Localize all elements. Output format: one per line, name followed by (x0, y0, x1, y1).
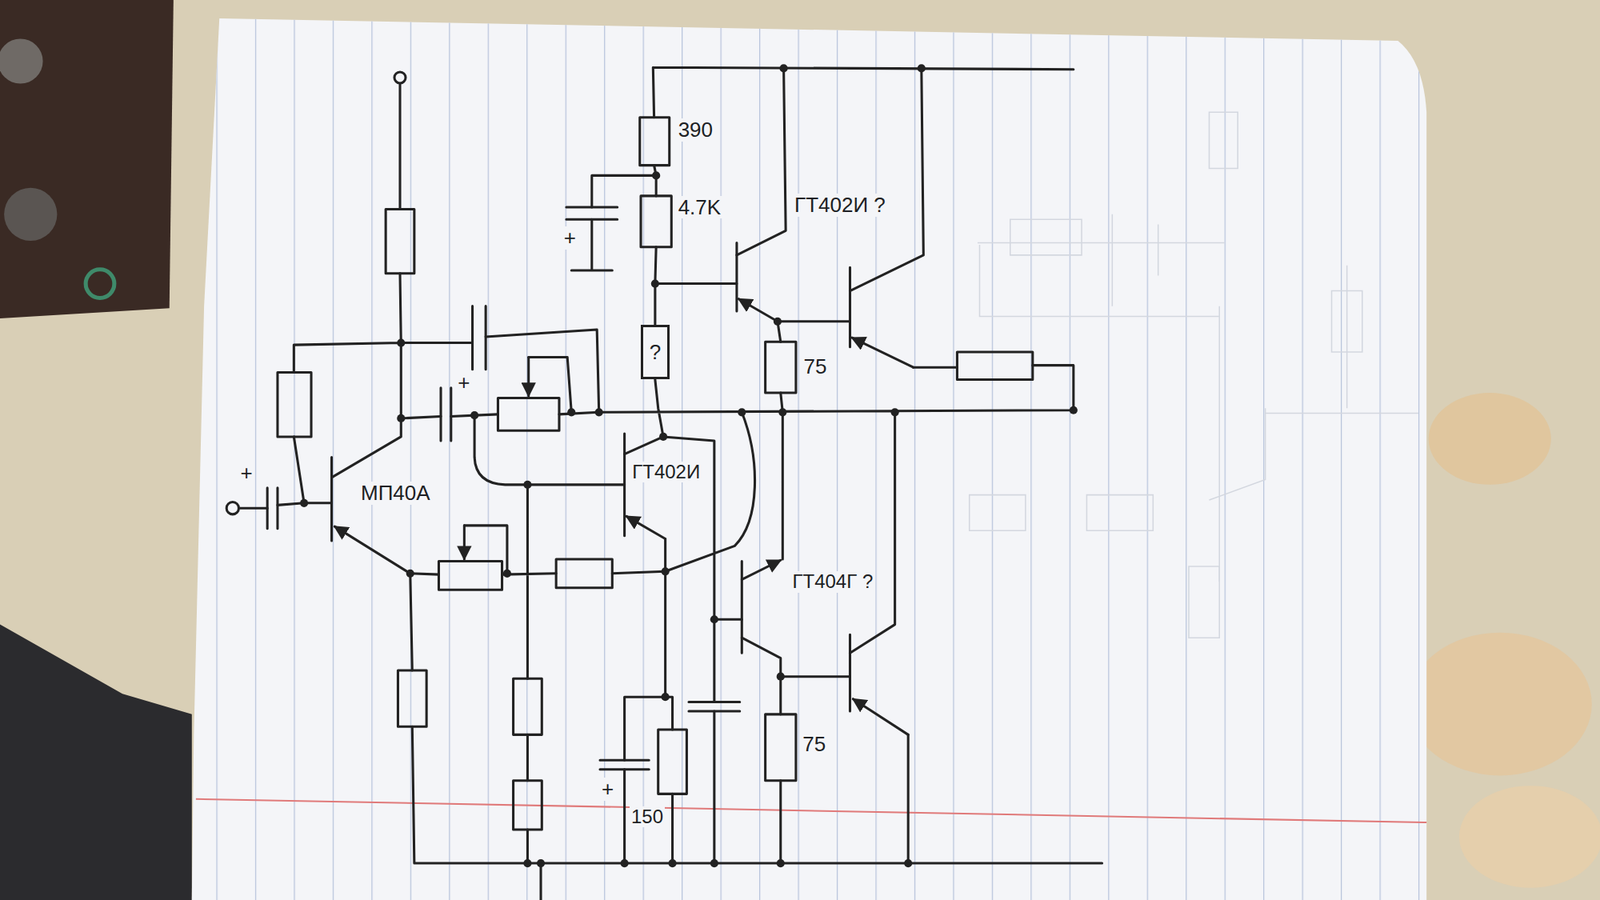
emitter-arrow (626, 516, 665, 539)
junction-dot (904, 859, 912, 868)
dark-object (0, 38, 44, 84)
part-name: ГТ402И ? (792, 193, 888, 217)
component-value: 390 (676, 118, 715, 142)
circuit (226, 67, 1102, 900)
polarity-mark: + (238, 461, 254, 485)
component-value: 150 (629, 806, 665, 828)
bleed-through (969, 112, 1363, 638)
component-value: 4.7K (676, 196, 724, 220)
dark-object (85, 269, 115, 299)
component-value: 75 (802, 355, 829, 379)
terminal (226, 502, 239, 515)
resistor-symbol: ? (640, 324, 670, 380)
junction-dot (776, 672, 785, 681)
dark-object (0, 624, 192, 900)
junction-dot (651, 279, 660, 288)
capacitor-symbol (267, 207, 740, 770)
junction-dot (536, 859, 545, 868)
junction-dot (661, 692, 670, 701)
part-name: ГТ404Г ? (791, 571, 876, 592)
junction-dot (710, 615, 719, 624)
transistor-symbol (332, 243, 851, 712)
cloth-pattern (1408, 632, 1592, 776)
junction-dot (917, 64, 926, 72)
junction-dot (1069, 406, 1078, 415)
junction-dot (778, 408, 787, 416)
junction-dot (523, 480, 532, 489)
junction-dot (891, 408, 900, 416)
junction-dot (300, 499, 308, 508)
dark-object (4, 188, 57, 241)
junction-dot (406, 569, 415, 578)
junction-dot (523, 859, 532, 868)
potentiometer-symbol (438, 397, 560, 590)
bleed-through (977, 214, 1419, 582)
margin-line (196, 799, 1427, 823)
junction-dot (595, 408, 604, 416)
junction-dot (503, 569, 512, 578)
resistor-symbol (277, 117, 1033, 830)
junction-dot (396, 414, 405, 423)
bleed-through (969, 112, 1419, 638)
junction-dot (779, 64, 788, 72)
polarity-mark: + (562, 226, 578, 250)
part-name: МП40А (359, 481, 432, 505)
cloth-pattern (1428, 392, 1552, 485)
junction-dot (710, 859, 719, 868)
emitter-arrow (852, 337, 914, 368)
wire (238, 67, 1102, 900)
emitter-arrow (852, 699, 908, 736)
emitter-arrow (738, 299, 777, 322)
polarity-mark: + (600, 777, 616, 801)
junction-dot (661, 567, 670, 576)
junction-dot (567, 408, 576, 416)
component-value: ? (649, 340, 661, 364)
junction-dot (652, 171, 660, 180)
junction-dot (668, 859, 676, 868)
junction-dot (470, 411, 479, 420)
part-name: ГТ402И (630, 461, 702, 483)
component-value: 75 (800, 732, 828, 756)
junction-dot (773, 317, 782, 326)
wiper-arrow (463, 525, 466, 560)
terminal (394, 72, 406, 84)
junction-dot (737, 408, 746, 416)
junction-dot (659, 432, 668, 441)
junction-dots (300, 64, 1078, 868)
wiper-arrow (527, 356, 530, 396)
junction-dot (396, 338, 405, 347)
polarity-mark: + (456, 371, 472, 395)
emitter-arrow (334, 526, 410, 574)
notebook-page (192, 18, 1427, 900)
cloth-pattern (1459, 785, 1600, 888)
emitter-arrow (741, 560, 780, 580)
ruled-lines (192, 18, 1427, 900)
junction-dot (776, 859, 785, 868)
junction-dot (620, 859, 629, 868)
